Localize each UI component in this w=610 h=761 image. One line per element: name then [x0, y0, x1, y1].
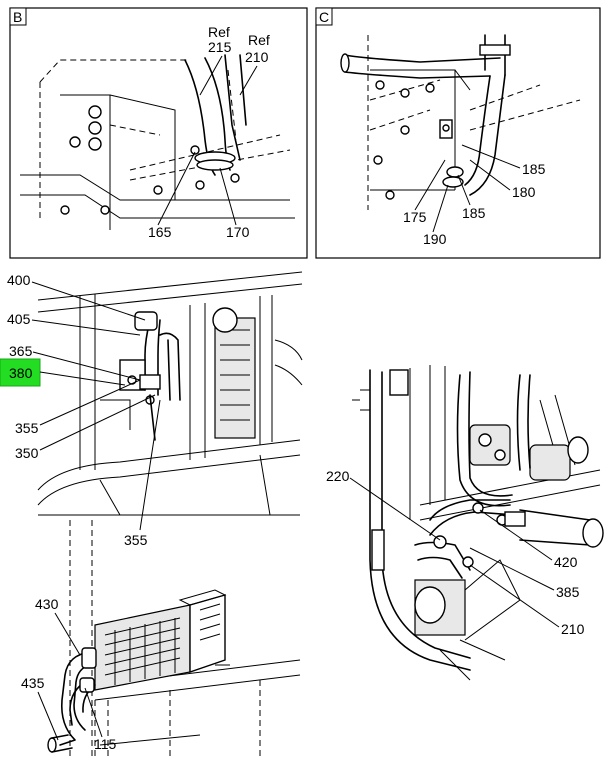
panel-c-drawing	[340, 34, 581, 210]
callout-185-top: 185	[522, 161, 546, 177]
callout-350: 350	[15, 445, 39, 461]
callout-210: 210	[561, 621, 585, 637]
callout-355-left: 355	[15, 420, 39, 436]
callout-185-bottom: 185	[462, 205, 486, 221]
callout-365: 365	[9, 343, 33, 359]
middle-left-view: 400 405 365 380 355 350 355	[0, 271, 303, 548]
callout-165: 165	[148, 224, 172, 240]
right-view: 220 420 385 210	[326, 365, 604, 681]
middle-left-drawing	[37, 271, 303, 516]
callout-ref-215-word: Ref	[208, 24, 230, 40]
callout-355-bottom: 355	[124, 532, 148, 548]
callout-ref-210-word: Ref	[248, 32, 270, 48]
callout-220: 220	[326, 468, 350, 484]
callout-385: 385	[556, 584, 580, 600]
callout-190: 190	[423, 231, 447, 247]
callout-ref-215-number: 215	[208, 39, 232, 55]
right-view-drawing	[352, 365, 604, 681]
callout-180: 180	[512, 184, 536, 200]
highlight-380	[0, 358, 41, 387]
callout-115: 115	[94, 736, 117, 752]
callout-380: 380	[9, 365, 33, 381]
panel-b: B	[9, 7, 308, 259]
panel-b-letter: B	[13, 9, 22, 25]
callout-430: 430	[35, 596, 59, 612]
callout-420: 420	[554, 554, 578, 570]
callout-175: 175	[403, 209, 427, 225]
panel-c: C	[315, 7, 601, 259]
callout-170: 170	[226, 224, 250, 240]
panel-b-drawing	[20, 54, 295, 230]
callout-ref-210-number: 210	[245, 49, 269, 65]
callout-400: 400	[7, 272, 31, 288]
callout-405: 405	[7, 311, 31, 327]
panel-c-letter: C	[319, 9, 329, 25]
bottom-left-view: 430 435 115	[21, 520, 301, 760]
bottom-left-drawing	[47, 520, 301, 760]
callout-435: 435	[21, 675, 45, 691]
